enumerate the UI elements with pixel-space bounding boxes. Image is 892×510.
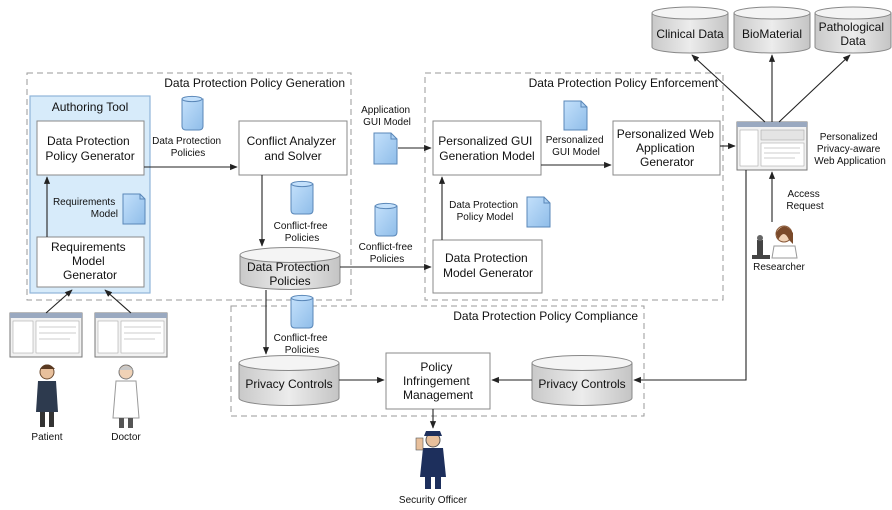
dp-model-gen-box xyxy=(432,239,543,294)
clinical-data-cylinder xyxy=(651,6,729,54)
dp-policy-generator-label: Data Protection Policy Generator xyxy=(45,134,134,163)
privacy-controls-left-cylinder xyxy=(238,355,340,406)
doctor-label: Doctor xyxy=(111,432,141,443)
conflict-free-label-1: Conflict-free Policies xyxy=(274,221,331,244)
policy-infringement-label: Policy Infringement Management xyxy=(403,360,474,402)
req-model-generator-label: Requirements Model Generator xyxy=(51,240,129,282)
dp-policies-doc-label: Data Protection Policies xyxy=(152,136,224,159)
policy-infringement-box xyxy=(385,352,491,410)
security-officer-label: Security Officer xyxy=(399,495,468,506)
dp-policies-cylinder xyxy=(239,247,341,290)
requirements-model-label: Requirements Model xyxy=(53,197,118,220)
dp-policy-model-doc-icon xyxy=(526,196,551,228)
authoring-tool-title: Authoring Tool xyxy=(52,100,129,114)
pathological-data-label: Pathological Data xyxy=(819,20,888,48)
conflict-free-scroll-icon-1 xyxy=(290,180,314,215)
arrow-doctor-to-req-gen xyxy=(104,289,132,314)
pers-web-gen-box xyxy=(612,120,721,176)
doctor-screenshot-icon xyxy=(94,312,168,358)
web-app-label: Personalized Privacy-aware Web Applicati… xyxy=(814,132,886,167)
group-enforcement xyxy=(424,72,724,301)
connectors xyxy=(43,54,851,429)
biomaterial-cylinder xyxy=(733,6,811,54)
conflict-analyzer-box xyxy=(238,120,348,176)
group-generation-title: Data Protection Policy Generation xyxy=(164,76,345,90)
dp-policy-model-label: Data Protection Policy Model xyxy=(449,200,521,223)
group-generation xyxy=(26,72,352,301)
privacy-controls-right-cylinder xyxy=(531,355,633,406)
pers-gui-model-label: Personalized GUI Model xyxy=(546,135,607,158)
pers-gui-model-doc-icon xyxy=(563,100,588,131)
dp-policy-generator-box xyxy=(36,120,145,176)
req-model-generator-box xyxy=(36,236,145,288)
dp-policies-cylinder-label: Data Protection Policies xyxy=(247,260,333,288)
biomaterial-label: BioMaterial xyxy=(742,27,802,41)
arrow-patient-to-req-gen xyxy=(45,289,73,314)
app-gui-model-doc-icon xyxy=(373,132,398,165)
privacy-controls-right-label: Privacy Controls xyxy=(538,377,625,391)
pers-gui-gen-label: Personalized GUI Generation Model xyxy=(438,134,535,163)
conflict-free-label-2: Conflict-free Policies xyxy=(359,242,416,265)
clinical-data-label: Clinical Data xyxy=(656,27,724,41)
group-enforcement-title: Data Protection Policy Enforcement xyxy=(529,76,719,90)
conflict-free-scroll-icon-3 xyxy=(290,294,314,329)
dp-model-gen-label: Data Protection Model Generator xyxy=(443,251,533,280)
patient-figure-icon xyxy=(36,364,58,427)
conflict-free-scroll-icon-2 xyxy=(374,202,398,237)
requirements-model-doc-icon xyxy=(122,193,146,225)
doctor-figure-icon xyxy=(112,364,140,428)
arrow-web-app-to-privacy-right xyxy=(633,170,747,384)
pers-web-gen-label: Personalized Web Application Generator xyxy=(617,127,718,169)
researcher-figure-icon xyxy=(752,225,798,259)
conflict-free-label-3: Conflict-free Policies xyxy=(274,333,331,356)
pathological-data-cylinder xyxy=(814,6,892,54)
group-compliance-title: Data Protection Policy Compliance xyxy=(453,309,638,323)
patient-screenshot-icon xyxy=(9,312,83,358)
arrow-web-app-to-pathological xyxy=(778,54,851,123)
security-officer-figure-icon xyxy=(415,431,446,489)
app-gui-model-label: Application GUI Model xyxy=(361,105,413,128)
patient-label: Patient xyxy=(31,432,62,443)
pers-gui-gen-box xyxy=(432,120,542,176)
group-compliance xyxy=(230,305,645,417)
conflict-analyzer-label: Conflict Analyzer and Solver xyxy=(247,134,340,163)
dp-policies-scroll-icon xyxy=(181,95,204,131)
researcher-label: Researcher xyxy=(753,262,805,273)
web-app-screenshot-icon xyxy=(736,121,808,171)
access-request-label: Access Request xyxy=(786,189,823,212)
arrow-web-app-to-clinical xyxy=(691,54,766,123)
privacy-controls-left-label: Privacy Controls xyxy=(245,377,332,391)
